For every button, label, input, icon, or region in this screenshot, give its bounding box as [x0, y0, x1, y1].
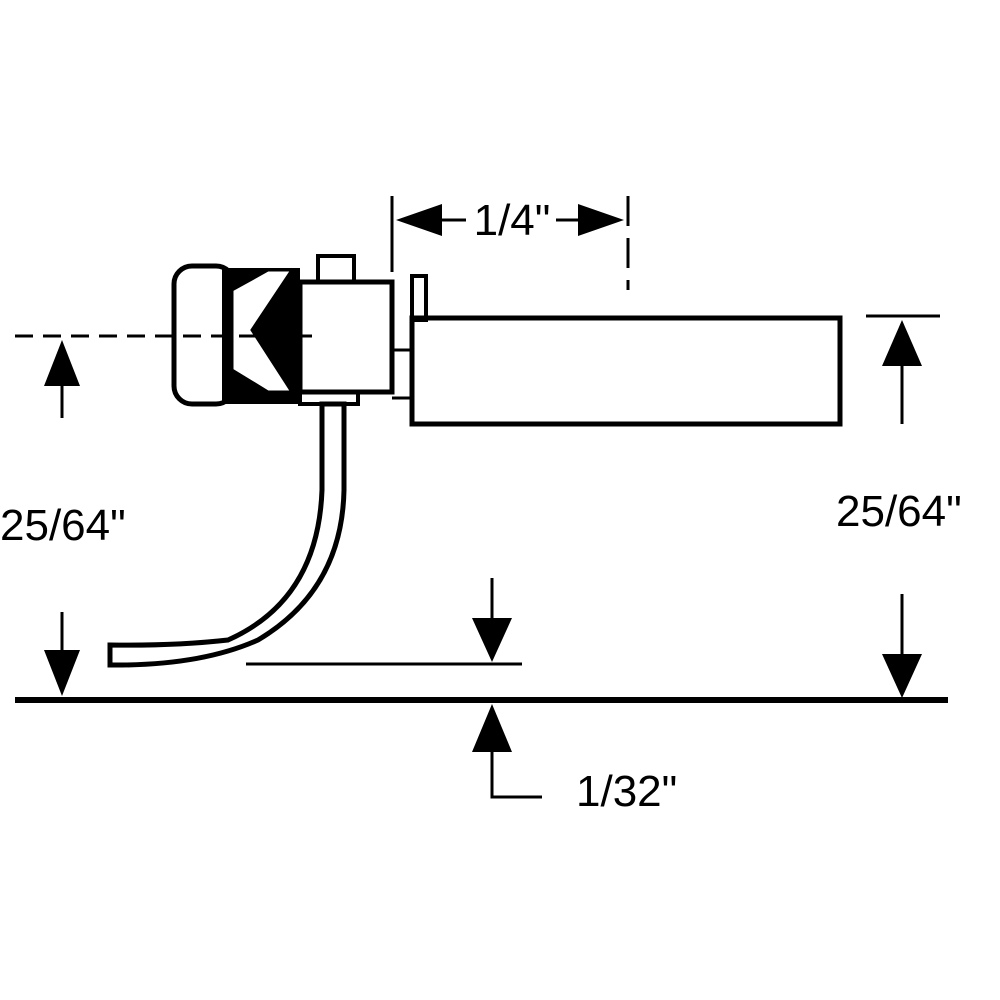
trip-pin: [107, 401, 347, 668]
width-label: 1/4": [474, 196, 551, 245]
left-height-label: 25/64": [0, 501, 126, 550]
gap-dimension: [246, 578, 542, 799]
width-dimension: [390, 196, 630, 290]
coupler-head: [171, 254, 410, 407]
right-height-dimension: [866, 314, 940, 698]
right-height-label: 25/64": [836, 487, 962, 536]
shank-tab: [410, 274, 428, 322]
left-height-dimension: [44, 340, 80, 696]
gap-label: 1/32": [576, 767, 677, 816]
coupler-shank: [409, 315, 843, 427]
